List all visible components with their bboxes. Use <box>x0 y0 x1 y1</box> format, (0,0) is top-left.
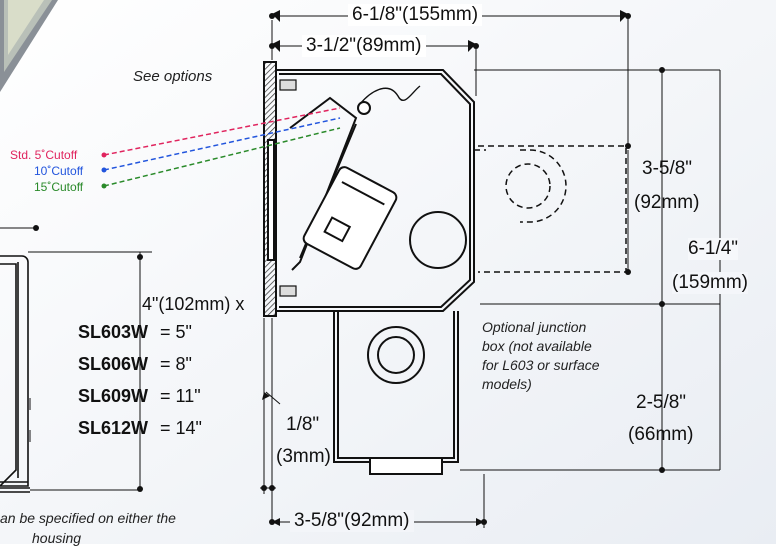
junction-note-line: box (not available <box>482 338 592 354</box>
cutoff-lines <box>103 107 341 187</box>
junction-note-line: for L603 or surface <box>482 357 600 373</box>
model-name: SL606W <box>78 354 149 374</box>
junction-note-line: models) <box>482 376 532 392</box>
model-row: SL606W = 8" <box>78 354 192 386</box>
side-view-partial <box>0 255 31 493</box>
model-value: = 5" <box>160 322 192 342</box>
cutoff-label-5: Std. 5˚Cutoff <box>10 148 78 162</box>
fixture-photo-corner <box>0 0 58 92</box>
model-value: = 8" <box>160 354 192 374</box>
dimension-dots <box>261 13 665 525</box>
footnote-line: housing <box>32 530 82 546</box>
model-value: = 11" <box>160 386 201 406</box>
length-dimension-line <box>0 227 152 491</box>
model-name: SL612W <box>78 418 149 438</box>
model-row: SL603W = 5" <box>78 322 192 354</box>
cutoff-line-5 <box>103 107 341 156</box>
housing-body <box>263 61 475 475</box>
dimension-dots-left <box>33 225 143 492</box>
model-name: SL609W <box>78 386 149 406</box>
dim-depth: 3-1/2"(89mm) <box>302 35 426 57</box>
dim-flange-a: 1/8" <box>286 414 320 435</box>
model-name: SL603W <box>78 322 149 342</box>
cutoff-line-10 <box>103 117 341 171</box>
footnote: an be specified on either the housing <box>0 508 176 548</box>
dim-upper-b: (92mm) <box>634 192 700 213</box>
dim-bottom-width: 3-5/8"(92mm) <box>290 510 414 532</box>
dimension-arrowheads <box>262 10 628 526</box>
length-header: 4"(102mm) x <box>142 294 245 314</box>
cutoff-label-10: 10˚Cutoff <box>34 164 84 178</box>
dim-lower-a: 2-5/8" <box>636 392 687 413</box>
dim-total-width: 6-1/8"(155mm) <box>348 4 483 26</box>
footnote-line: an be specified on either the <box>0 510 176 526</box>
cutoff-line-15 <box>103 127 341 187</box>
optional-junction-box <box>474 145 627 273</box>
model-row: SL609W = 11" <box>78 386 201 418</box>
junction-note: Optional junction box (not available for… <box>482 318 600 394</box>
cutoff-label-15: 15˚Cutoff <box>34 180 84 194</box>
model-row: SL612W = 14" <box>78 418 202 450</box>
junction-note-line: Optional junction <box>482 319 587 335</box>
model-list: SL603W = 5" SL606W = 8" SL609W = 11" SL6… <box>78 322 202 450</box>
see-options-label: See options <box>133 68 213 85</box>
dim-total-height-b: (159mm) <box>672 272 749 294</box>
dim-total-height-a: 6-1/4" <box>688 238 739 260</box>
dim-upper-a: 3-5/8" <box>642 158 693 179</box>
dim-flange-b: (3mm) <box>276 446 331 467</box>
cutoff-dots <box>101 152 107 189</box>
model-value: = 14" <box>160 418 202 438</box>
dim-lower-b: (66mm) <box>628 424 694 445</box>
